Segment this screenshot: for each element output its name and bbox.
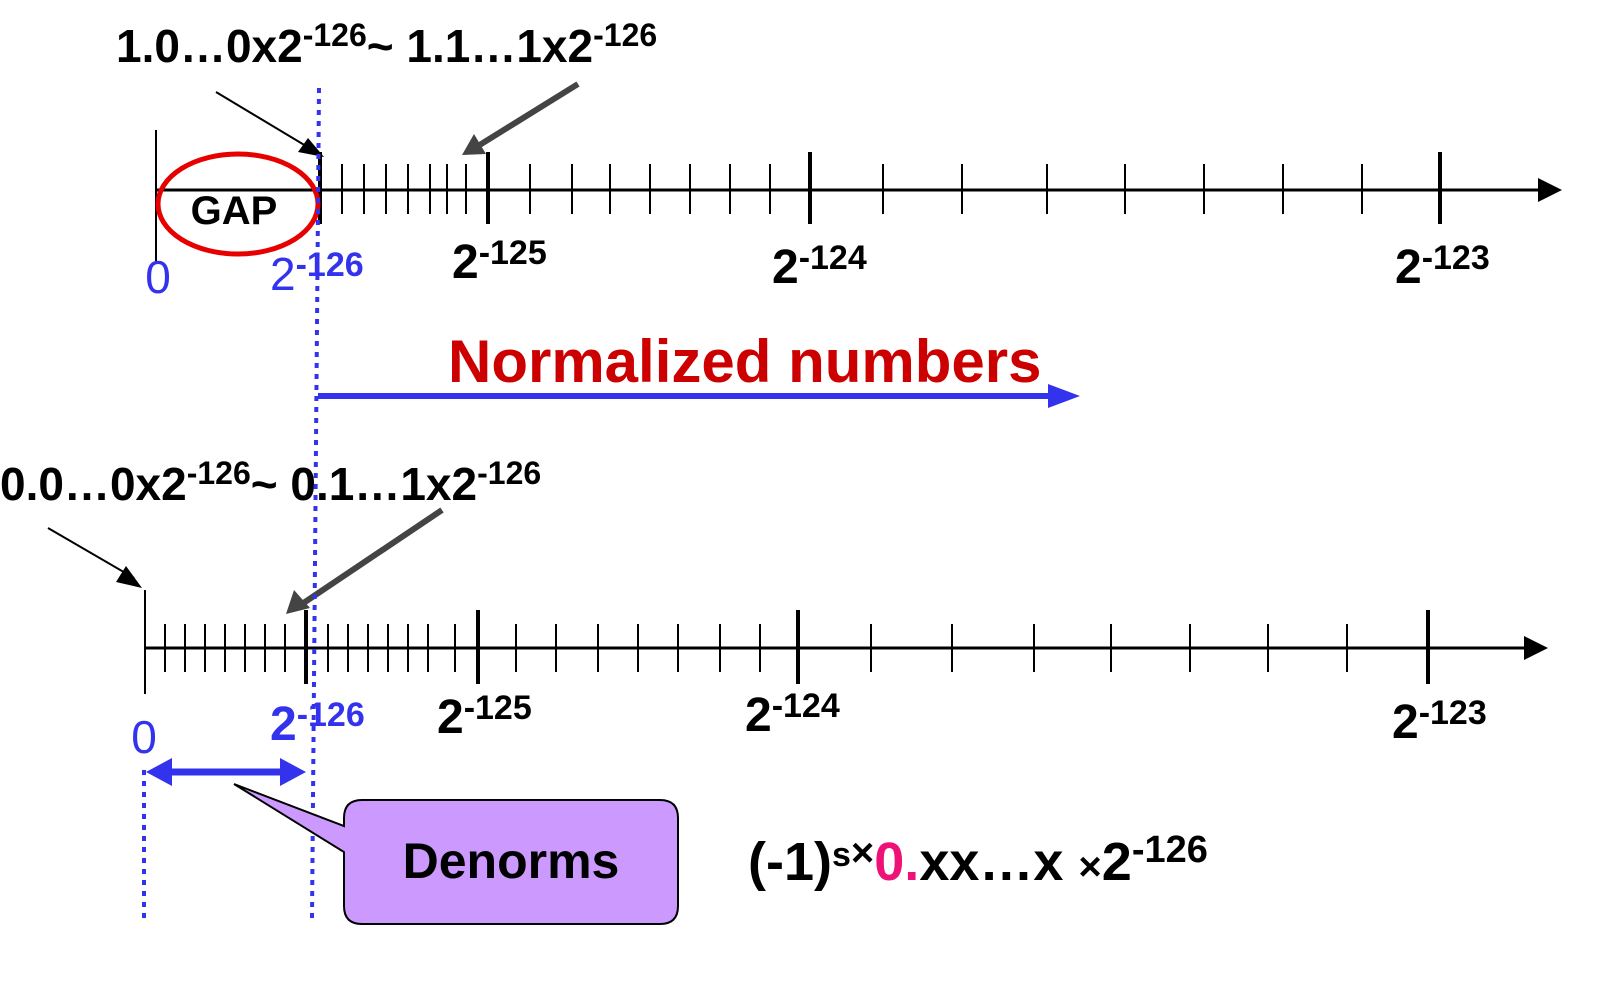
denorm-range-arrow-right-head [280,758,306,786]
bottom-left-pointer-line [47,527,135,579]
normalized-arrow-head [1048,384,1080,408]
gap-ellipse [155,151,321,257]
bottom-right-pointer-line [300,507,444,607]
denorm-formula: (-1)s×0.xx…x ×2-126 [748,829,1208,892]
top-zero-label: 0 [145,251,171,303]
top-tick-label-124: 2-124 [772,239,867,294]
top-min-normal-label: 2-126 [270,246,364,300]
formula-zero: 0. [874,832,919,892]
bottom-min-normal-label: 2-126 [270,696,365,751]
top-range-label: 1.0…0x2-126~ 1.1…1x2-126 [116,17,657,72]
bottom-tick-label-124: 2-124 [745,687,840,742]
bottom-zero-label: 0 [131,711,157,763]
denorms-callout [233,783,679,925]
top-tick-label-123: 2-123 [1395,239,1490,294]
bottom-right-pointer-head [286,590,310,614]
top-left-pointer-line [215,91,317,153]
top-axis-arrowhead [1538,178,1562,202]
bottom-range-label: 0.0…0x2-126~ 0.1…1x2-126 [0,455,541,510]
bottom-left-pointer-head [116,566,142,588]
bottom-number-line [144,590,1548,694]
top-right-pointer-head [462,134,486,155]
top-right-pointer-line [476,81,580,149]
normalized-label: Normalized numbers [448,328,1041,395]
bottom-tick-label-123: 2-123 [1392,694,1487,749]
denorm-range-arrow-left-head [146,758,172,786]
bottom-axis-arrowhead [1524,636,1548,660]
bottom-tick-label-125: 2-125 [437,689,532,744]
top-left-pointer-head [298,138,324,157]
top-tick-label-125: 2-125 [452,234,547,289]
denorms-label: Denorms [403,833,620,889]
bottom-ticks [164,610,1430,684]
gap-label: GAP [191,189,278,233]
top-ticks [318,152,1442,224]
